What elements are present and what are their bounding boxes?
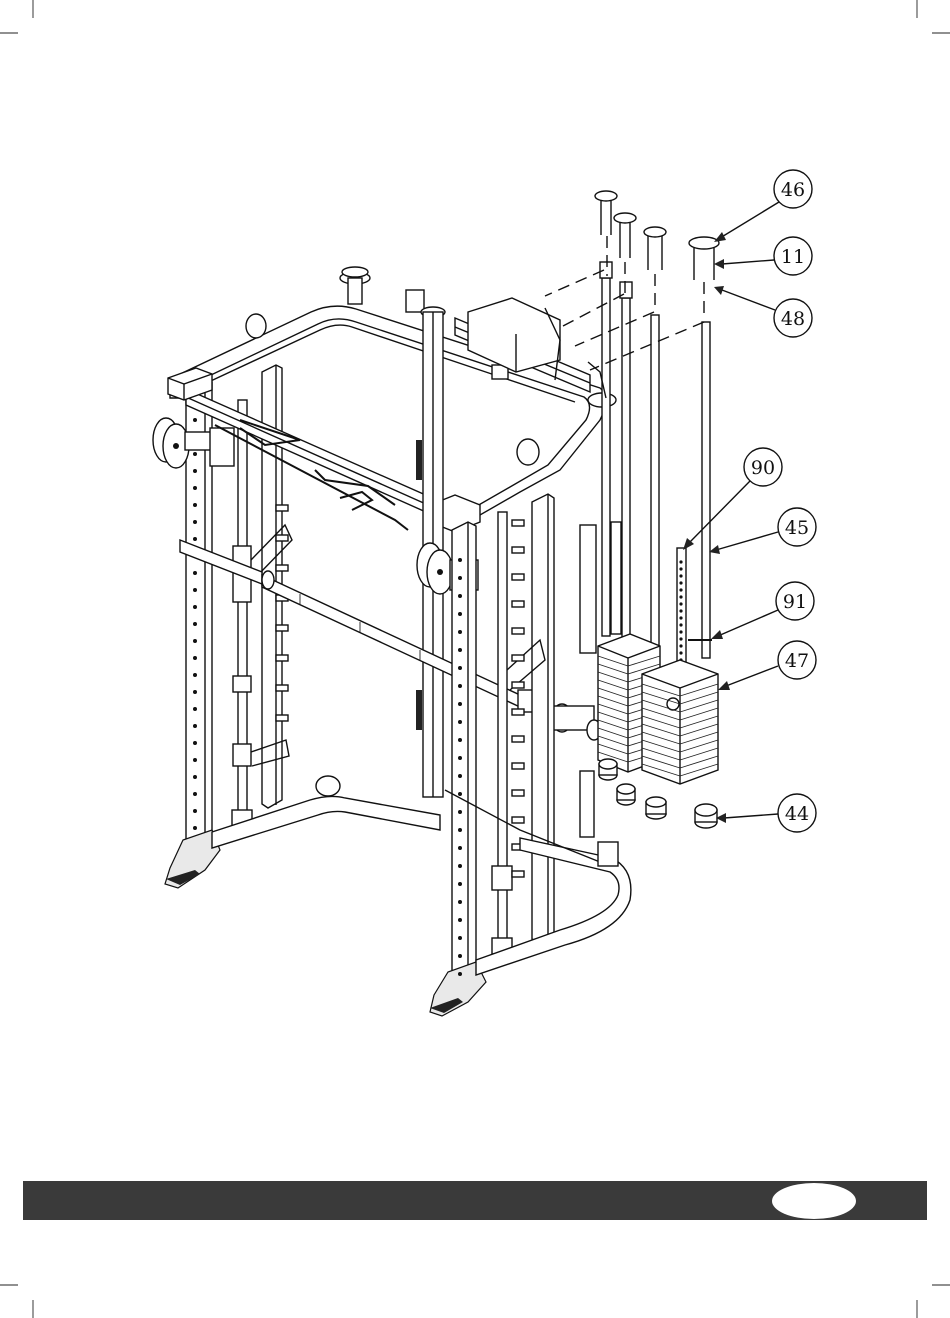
weight-stack-right xyxy=(642,660,718,784)
svg-text:46: 46 xyxy=(781,179,805,201)
callout-47: 47 xyxy=(718,641,816,690)
callout-48: 48 xyxy=(714,286,812,337)
smith-machine-exploded-diagram-icon xyxy=(153,191,719,1016)
right-rear-upright xyxy=(492,494,554,954)
callout-91: 91 xyxy=(711,582,814,639)
page-number xyxy=(772,1183,856,1219)
top-plates-and-bolts xyxy=(595,191,719,298)
svg-text:91: 91 xyxy=(783,591,807,613)
svg-text:44: 44 xyxy=(785,803,809,825)
svg-text:47: 47 xyxy=(785,650,809,672)
svg-text:11: 11 xyxy=(781,246,805,268)
svg-text:90: 90 xyxy=(751,457,775,479)
svg-text:45: 45 xyxy=(785,517,809,539)
callout-11: 11 xyxy=(714,237,812,275)
bottom-frame xyxy=(212,790,631,975)
callout-44: 44 xyxy=(716,794,816,832)
callout-46: 46 xyxy=(714,170,812,242)
svg-text:48: 48 xyxy=(781,308,805,330)
callout-45: 45 xyxy=(709,508,816,554)
